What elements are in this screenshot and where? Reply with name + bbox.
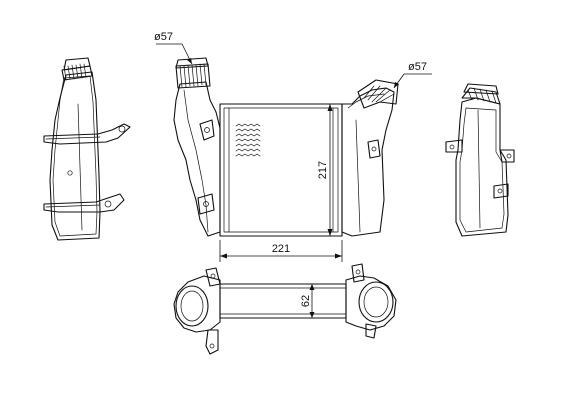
width-dimension bbox=[219, 240, 343, 262]
inlet-diameter-leader bbox=[156, 43, 193, 65]
height-dimension-label: 217 bbox=[317, 161, 329, 179]
outlet-diameter-leader bbox=[393, 73, 432, 89]
left-side-view bbox=[43, 57, 131, 241]
front-view: 221 217 ø57 ø57 bbox=[154, 31, 432, 262]
depth-dimension bbox=[309, 284, 315, 318]
outlet-diameter-label: ø57 bbox=[408, 61, 427, 73]
width-dimension-label: 221 bbox=[272, 243, 290, 255]
height-dimension bbox=[327, 104, 333, 236]
core-fin-pattern bbox=[235, 123, 261, 157]
depth-dimension-label: 62 bbox=[300, 295, 312, 307]
inlet-diameter-label: ø57 bbox=[154, 31, 173, 43]
right-side-view bbox=[445, 83, 515, 237]
bottom-view: 62 bbox=[173, 263, 397, 355]
